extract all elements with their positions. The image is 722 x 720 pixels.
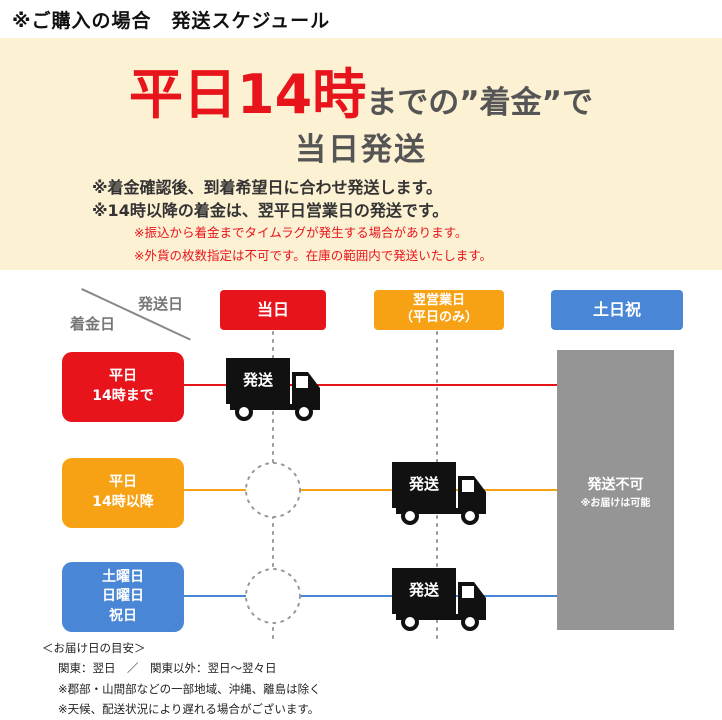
headline-deadline: 平日14時 [129, 63, 367, 126]
note-red-1: ※振込から着金までタイムラグが発生する場合があります。 [134, 225, 468, 240]
note-red-2: ※外貨の枚数指定は不可です。在庫の範囲内で発送いたします。 [134, 248, 492, 263]
truck-label-2: 発送 [408, 475, 440, 493]
row-header-weekday-after-14: 平日 14時以降 [62, 458, 184, 528]
column-header-weekend: 土日祝 [551, 290, 683, 330]
info-banner [0, 38, 722, 270]
headline: 平日14時までの”着金”で [0, 50, 722, 129]
row3-line3: 祝日 [109, 607, 137, 624]
row-header-weekend-holiday: 土曜日 日曜日 祝日 [62, 562, 184, 632]
no-shipping-label: 発送不可 [587, 477, 644, 493]
delivery-possible-note: ※お届けは可能 [580, 498, 651, 509]
column-header-weekend-label: 土日祝 [592, 299, 641, 319]
truck-icon [226, 358, 320, 421]
footer-delay-note: ※天候、配送状況により遅れる場合がございます。 [58, 702, 320, 716]
row3-line2: 日曜日 [102, 588, 144, 605]
axis-label-ship-date: 発送日 [138, 295, 184, 313]
no-shipping-block [557, 350, 674, 630]
row3-line1: 土曜日 [102, 568, 144, 585]
column-header-same-day: 当日 [220, 290, 326, 330]
note-bold-2: ※14時以降の着金は、翌平日営業日の発送です。 [92, 201, 449, 220]
truck-label-3: 発送 [408, 581, 440, 599]
column-header-next-line2: （平日のみ） [399, 310, 478, 325]
footer-delivery-estimate: 関東：翌日 ／ 関東以外：翌日～翌々日 [58, 661, 277, 675]
truck-label-1: 発送 [242, 371, 274, 389]
row2-line2: 14時以降 [92, 494, 154, 510]
column-header-same-day-label: 当日 [256, 299, 289, 319]
row1-line1: 平日 [108, 368, 137, 385]
column-header-next-business-day: 翌営業日 （平日のみ） [374, 290, 504, 330]
truck-icon [392, 568, 486, 631]
footer-exclusion-note: ※郡部・山間部などの一部地域、沖縄、離島は除く [58, 682, 321, 696]
footer-delivery-title: ＜お届け日の目安＞ [42, 641, 146, 655]
row1-line2: 14時まで [92, 388, 154, 404]
headline-condition: までの”着金”で [366, 85, 593, 121]
note-bold-1: ※着金確認後、到着希望日に合わせ発送します。 [92, 178, 442, 197]
row2-line1: 平日 [108, 474, 137, 491]
skip-circle-row3 [245, 568, 301, 624]
skip-circle-row2 [245, 462, 301, 518]
same-day-shipping-text: 当日発送 [295, 132, 427, 168]
column-header-next-line1: 翌営業日 [412, 293, 465, 309]
row-header-weekday-before-14: 平日 14時まで [62, 352, 184, 422]
page-heading: ※ご購入の場合 発送スケジュール [12, 10, 331, 32]
axis-label-payment-date: 着金日 [70, 315, 116, 333]
truck-icon [392, 462, 486, 525]
